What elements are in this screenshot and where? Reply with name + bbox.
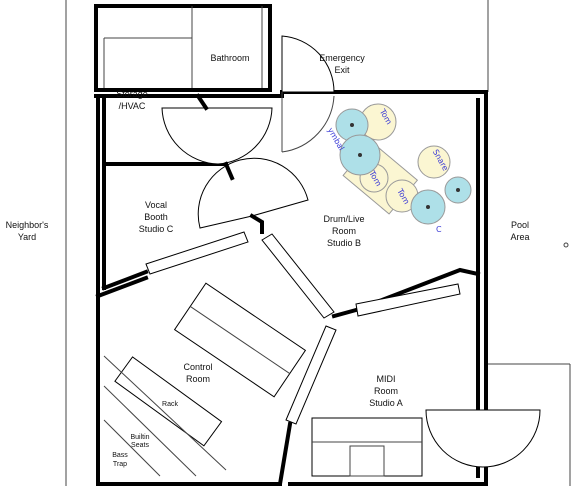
label-pool-1: Pool [511, 220, 529, 230]
label-control-2: Room [186, 374, 210, 384]
storage-door-jamb [195, 93, 209, 111]
bathroom-wall [94, 4, 272, 92]
label-vocal-3: Studio C [139, 224, 174, 234]
label-drum-1: Drum/Live [323, 214, 364, 224]
drum-label-c: C [436, 225, 442, 234]
storage-door[interactable] [161, 107, 273, 165]
label-midi-3: Studio A [369, 398, 403, 408]
drum-kit: Tom Tom Tom ymbal Snare C [326, 103, 472, 234]
midi-chair [349, 445, 385, 477]
midi-drum-window [355, 283, 461, 317]
emergency-door-swing [281, 95, 335, 153]
label-bass-2: Trap [113, 461, 127, 468]
marker-dot [563, 242, 569, 248]
label-bass-1: Bass [112, 452, 128, 459]
drum-midi-wall [331, 267, 481, 319]
label-vocal-1: Vocal [145, 200, 167, 210]
label-neighbors-yard-2: Yard [18, 232, 36, 242]
label-midi-2: Room [374, 386, 398, 396]
emergency-exit-door[interactable] [281, 35, 335, 93]
builtin-seats-line1 [103, 355, 227, 471]
label-bathroom: Bathroom [210, 53, 249, 63]
label-drum-3: Studio B [327, 238, 361, 248]
vocal-wall-corner [249, 213, 264, 234]
control-midi-wall [277, 421, 293, 486]
label-storage-1: Storage [116, 89, 148, 99]
vocal-window [145, 231, 249, 275]
label-drum-2: Room [332, 226, 356, 236]
label-pool-2: Area [510, 232, 529, 242]
control-drum-window [261, 233, 335, 319]
vocal-wall-left [101, 269, 149, 291]
label-builtin-2: Seats [131, 442, 149, 449]
label-builtin-1: Builtin [130, 434, 149, 441]
midi-exit-door[interactable] [425, 409, 541, 468]
snare-drum [417, 145, 451, 179]
label-midi-1: MIDI [377, 374, 396, 384]
label-neighbors-yard-1: Neighbor's [6, 220, 49, 230]
control-console [173, 282, 307, 398]
midi-desk [311, 417, 423, 477]
builtin-seats-line3 [103, 419, 161, 477]
control-top-wall [95, 275, 149, 299]
rack [114, 356, 223, 447]
label-rack: Rack [162, 401, 178, 408]
vocal-booth-door[interactable] [197, 157, 309, 229]
label-emergency-2: Exit [334, 65, 350, 75]
label-vocal-2: Booth [144, 212, 168, 222]
label-emergency-1: Emergency [319, 53, 365, 63]
vocal-door-jamb [223, 161, 235, 181]
control-midi-window [285, 325, 337, 425]
builtin-seats-line2 [103, 385, 197, 477]
label-control-1: Control [183, 362, 212, 372]
label-storage-2: /HVAC [119, 101, 146, 111]
